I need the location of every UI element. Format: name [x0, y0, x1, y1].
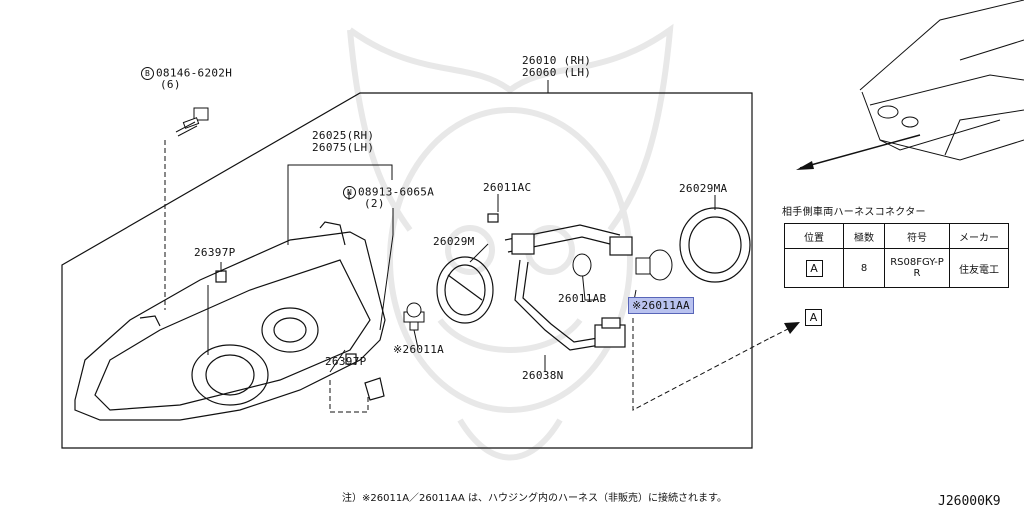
header-position: 位置 — [784, 223, 844, 249]
bolt-qty-label: (6) — [160, 78, 181, 91]
part-26397p-label-bottom: 26397P — [325, 355, 367, 368]
header-code: 符号 — [884, 223, 950, 249]
bolt-prefix-badge: B — [141, 67, 154, 80]
connector-table-title: 相手側車両ハーネスコネクター — [782, 207, 926, 218]
cap-26029m — [436, 256, 494, 324]
housing-lh-label: 26075(LH) — [312, 141, 375, 154]
connector-callout-box: A — [805, 309, 822, 326]
cell-position: A — [784, 248, 844, 288]
assembly-outline — [61, 92, 753, 449]
part-26029m-label: 26029M — [433, 235, 475, 248]
headlamp-housing — [74, 221, 386, 421]
header-poles: 極数 — [843, 223, 885, 249]
nut-prefix-badge: N — [343, 186, 356, 199]
cell-code: RS08FGY-PR — [884, 248, 950, 288]
vehicle-pointer — [799, 134, 921, 169]
part-26011a-label: ※26011A — [393, 343, 445, 356]
bulb-26011ab — [572, 253, 592, 277]
part-26011ab-label: 26011AB — [558, 292, 607, 305]
part-26038n-label: 26038N — [522, 369, 564, 382]
assy-rh-label: 26010 (RH) — [522, 54, 592, 67]
assy-lh-label: 26060 (LH) — [522, 66, 592, 79]
leader-lines — [207, 80, 716, 373]
connector-callout: A — [805, 306, 822, 326]
cap-26029ma — [679, 207, 751, 283]
footnote: 注）※26011A／26011AA は、ハウジング内のハーネス（非販売）に接続さ… — [342, 493, 727, 504]
nut-code-text: 08913-6065A — [358, 185, 435, 199]
header-maker: メーカー — [949, 223, 1009, 249]
position-box: A — [805, 259, 823, 277]
part-26029ma-label: 26029MA — [679, 182, 728, 195]
housing-rh-label: 26025(RH) — [312, 129, 375, 142]
part-26011aa-highlight: ※26011AA — [628, 297, 694, 314]
connector-arrow — [769, 322, 800, 339]
part-26011ac-label: 26011AC — [483, 181, 532, 194]
bolt-code-text: 08146-6202H — [156, 66, 233, 80]
part-26397p-label-top: 26397P — [194, 246, 236, 259]
cell-poles: 8 — [843, 248, 885, 288]
vehicle-illustration — [859, 0, 1024, 161]
bolt-part — [175, 107, 209, 137]
cell-maker: 住友電工 — [949, 248, 1009, 288]
diagram-code: J26000K9 — [938, 494, 1001, 509]
part-26011aa-label: ※26011AA — [628, 297, 694, 314]
nut-qty-label: (2) — [364, 197, 385, 210]
connector-table: 位置 極数 符号 メーカー A 8 RS08FGY-PR 住友電工 — [784, 223, 1009, 288]
dashed-leaders — [164, 140, 771, 413]
bulb-26011a — [403, 302, 425, 331]
bulb-26011aa — [635, 249, 673, 281]
harness-26038n — [487, 213, 633, 351]
